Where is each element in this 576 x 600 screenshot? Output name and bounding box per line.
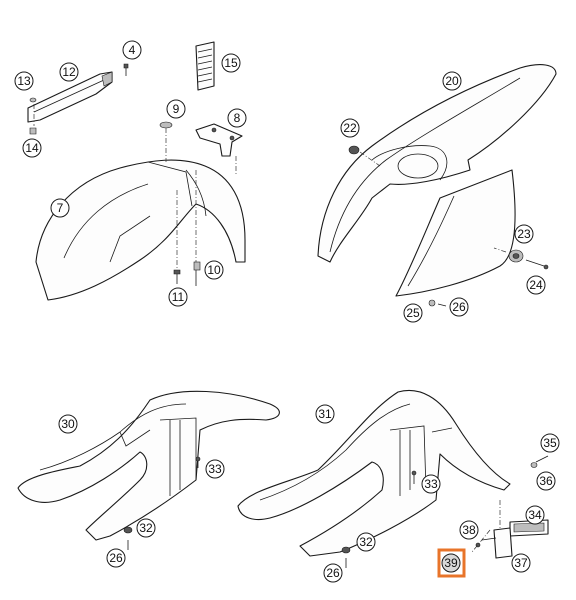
bolt-11[interactable] bbox=[173, 269, 197, 286]
callout-label: 14 bbox=[25, 141, 39, 155]
callout-26[interactable]: 26 bbox=[106, 548, 126, 568]
rear-fender-30[interactable] bbox=[17, 390, 280, 541]
front-number-plate[interactable] bbox=[27, 71, 113, 123]
grommet-22[interactable] bbox=[348, 145, 360, 155]
callout-label: 8 bbox=[234, 111, 241, 125]
callout-label: 10 bbox=[207, 263, 221, 277]
callout-32[interactable]: 32 bbox=[136, 518, 156, 538]
callout-label: 26 bbox=[452, 300, 466, 314]
callout-4[interactable]: 4 bbox=[122, 40, 142, 60]
callout-38[interactable]: 38 bbox=[459, 520, 479, 540]
callout-label: 39 bbox=[444, 556, 458, 570]
front-fender-7[interactable] bbox=[35, 159, 246, 301]
callout-32[interactable]: 32 bbox=[356, 532, 376, 552]
screw-33-right[interactable] bbox=[411, 470, 417, 484]
callout-label: 26 bbox=[326, 566, 340, 580]
callout-label: 24 bbox=[529, 278, 543, 292]
callout-14[interactable]: 14 bbox=[22, 138, 42, 158]
fender-bracket-8[interactable] bbox=[195, 123, 243, 157]
callout-label: 23 bbox=[517, 227, 531, 241]
callout-13[interactable]: 13 bbox=[14, 71, 34, 91]
callout-label: 12 bbox=[62, 65, 76, 79]
rear-fender-group bbox=[317, 64, 557, 307]
callout-31[interactable]: 31 bbox=[315, 404, 335, 424]
callout-label: 36 bbox=[539, 474, 553, 488]
callout-30[interactable]: 30 bbox=[58, 414, 78, 434]
grommet-23[interactable] bbox=[508, 249, 524, 263]
callout-37[interactable]: 37 bbox=[511, 553, 531, 573]
rear-fender-31[interactable] bbox=[237, 390, 511, 557]
callout-label: 30 bbox=[61, 417, 75, 431]
callout-label: 33 bbox=[208, 462, 222, 476]
callout-26[interactable]: 26 bbox=[323, 563, 343, 583]
callout-24[interactable]: 24 bbox=[526, 275, 546, 295]
washer-36[interactable] bbox=[530, 462, 538, 468]
bolt-10[interactable] bbox=[193, 261, 201, 271]
nut-32-right[interactable] bbox=[341, 546, 351, 554]
filter-part-15[interactable] bbox=[195, 41, 215, 91]
rear-fender-20[interactable] bbox=[317, 64, 557, 263]
callout-8[interactable]: 8 bbox=[227, 108, 247, 128]
callout-label: 20 bbox=[445, 74, 459, 88]
callout-36[interactable]: 36 bbox=[536, 471, 556, 491]
callout-25[interactable]: 25 bbox=[403, 303, 423, 323]
callout-label: 22 bbox=[343, 121, 357, 135]
spacer-14[interactable] bbox=[29, 127, 37, 135]
washer-9[interactable] bbox=[159, 121, 173, 129]
callout-15[interactable]: 15 bbox=[221, 53, 241, 73]
callout-label: 26 bbox=[109, 551, 123, 565]
screw-33-left[interactable] bbox=[195, 456, 201, 468]
callout-10[interactable]: 10 bbox=[204, 260, 224, 280]
screw-24[interactable] bbox=[525, 259, 549, 270]
callout-23[interactable]: 23 bbox=[514, 224, 534, 244]
callout-label: 7 bbox=[57, 201, 64, 215]
callout-label: 13 bbox=[17, 74, 31, 88]
front-fender-group bbox=[27, 41, 246, 301]
callout-label: 9 bbox=[173, 102, 180, 116]
screw-4[interactable] bbox=[123, 63, 129, 76]
callout-33[interactable]: 33 bbox=[421, 474, 441, 494]
callout-label: 31 bbox=[318, 407, 332, 421]
rear-fender-assembly-right bbox=[237, 390, 549, 568]
side-cover-panel[interactable] bbox=[395, 169, 516, 297]
screw-26-top[interactable] bbox=[437, 303, 447, 307]
callout-20[interactable]: 20 bbox=[442, 71, 462, 91]
callout-39-selected[interactable]: 39 bbox=[437, 548, 466, 578]
rear-fender-assembly-left bbox=[17, 390, 280, 550]
callout-label: 4 bbox=[129, 43, 136, 57]
callout-12[interactable]: 12 bbox=[59, 62, 79, 82]
plate-bracket-37[interactable] bbox=[481, 527, 513, 559]
callout-label: 32 bbox=[359, 535, 373, 549]
washer-25[interactable] bbox=[428, 299, 436, 307]
callout-34[interactable]: 34 bbox=[525, 505, 545, 525]
selection-highlight-box bbox=[437, 548, 466, 578]
nut-32-left[interactable] bbox=[123, 526, 133, 534]
callout-label: 25 bbox=[406, 306, 420, 320]
callout-11[interactable]: 11 bbox=[168, 287, 188, 307]
callout-33[interactable]: 33 bbox=[205, 459, 225, 479]
callout-9[interactable]: 9 bbox=[166, 99, 186, 119]
callout-7[interactable]: 7 bbox=[50, 198, 70, 218]
callout-label: 34 bbox=[528, 508, 542, 522]
callout-22[interactable]: 22 bbox=[340, 118, 360, 138]
callout-label: 38 bbox=[462, 523, 476, 537]
reflector-34[interactable] bbox=[509, 519, 549, 537]
callout-35[interactable]: 35 bbox=[540, 433, 560, 453]
screw-35[interactable] bbox=[535, 455, 549, 463]
callout-label: 32 bbox=[139, 521, 153, 535]
callout-label: 37 bbox=[514, 556, 528, 570]
callout-label: 33 bbox=[424, 477, 438, 491]
callout-label: 35 bbox=[543, 436, 557, 450]
callout-label: 15 bbox=[224, 56, 238, 70]
callout-label: 11 bbox=[172, 290, 185, 304]
rubber-bush-13[interactable] bbox=[29, 97, 37, 103]
callout-26[interactable]: 26 bbox=[449, 297, 469, 317]
